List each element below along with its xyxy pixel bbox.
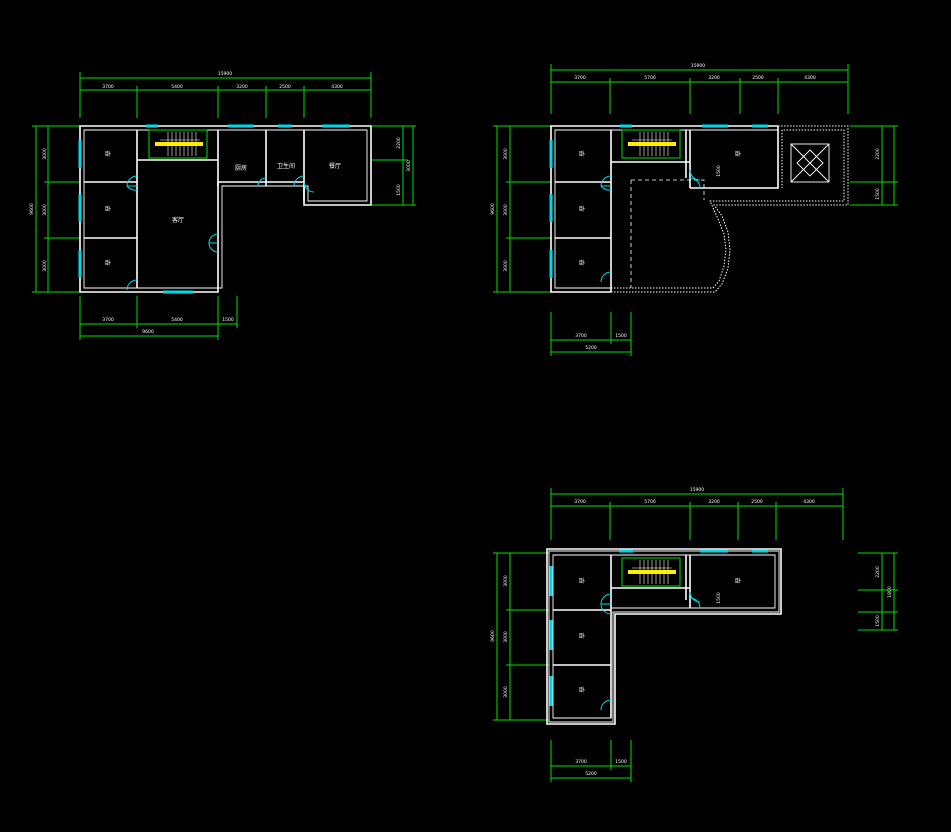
plan1-room-labels: 卧 卧 卧 客厅 厨房 卫生间 餐厅 (105, 150, 341, 267)
plan1-dim-top-4: 2500 (279, 84, 291, 90)
plan3-dim-top-total: 15900 (690, 487, 704, 493)
plan3-dim-top-3: 3200 (708, 499, 720, 505)
plan2-dim-left-total: 9600 (490, 203, 496, 215)
plan3-dim-top-1: 3700 (574, 499, 586, 505)
plan2-bottom-dimensions: 3700 1500 5200 (550, 312, 632, 356)
plan3-windows (549, 549, 768, 706)
plan3-small-dim: 1500 (716, 592, 722, 604)
plan2-walls (550, 125, 779, 293)
plan1-dim-right-3: 1500 (396, 184, 402, 196)
plan2-dim-top-5: 4300 (804, 75, 816, 81)
plan1-room-dining: 餐厅 (329, 162, 341, 170)
plan3-dim-right-2: 1800 (887, 586, 893, 598)
plan3-stairs (621, 557, 681, 587)
plan1-dim-right-1: 2200 (396, 137, 402, 149)
plan2-left-dimensions: 9600 3000 3000 3000 (490, 125, 551, 293)
plan1-dim-left-1: 3000 (42, 148, 48, 160)
plan1-dim-top-2: 5400 (171, 84, 183, 90)
plan1-room-kitchen: 厨房 (235, 164, 247, 172)
plan3-dim-right-3: 1500 (875, 615, 881, 627)
plan1-dim-top-3: 3200 (236, 84, 248, 90)
plan2-room-bedroom-4: 卧 (735, 150, 741, 158)
plan2-right-dimensions: 2200 1500 (850, 125, 898, 206)
plan2-dim-left-2: 3000 (503, 204, 509, 216)
plan3-dim-bottom-2: 1500 (615, 759, 627, 765)
plan1-dim-top-1: 3700 (102, 84, 114, 90)
plan3-dim-right-1: 2200 (875, 566, 881, 578)
plan3-bottom-dimensions: 3700 1500 5200 (550, 740, 632, 782)
plan3-dim-left-1: 3000 (503, 575, 509, 587)
plan3-top-dimensions: 15900 3700 5700 3200 2500 4300 (550, 487, 844, 540)
plan2-dim-top-4: 2500 (752, 75, 764, 81)
plan2-dim-right-1: 2200 (875, 148, 881, 160)
plan1-dim-left-total: 9600 (29, 203, 35, 215)
plan3-room-bedroom-3: 卧 (579, 686, 585, 694)
plan2-dim-left-3: 3000 (503, 260, 509, 272)
plan2-dim-bottom-total: 5200 (585, 345, 597, 351)
plan1-dim-top-5: 4300 (331, 84, 343, 90)
plan2-room-bedroom-1: 卧 (579, 150, 585, 158)
plan2-dim-bottom-1: 3700 (575, 333, 587, 339)
plan1-doors (126, 175, 315, 291)
plan3-dim-bottom-total: 5200 (585, 771, 597, 777)
plan2-dim-top-1: 3700 (574, 75, 586, 81)
plan3-walls (546, 548, 782, 725)
plan3-right-dimensions: 2200 1800 1500 (858, 552, 898, 631)
plan2-stairs (621, 129, 681, 159)
plan2-dim-right-2: 1500 (875, 188, 881, 200)
plan3-dim-left-3: 3000 (503, 686, 509, 698)
plan2-top-dimensions: 15900 3700 5700 3200 2500 4300 (550, 63, 849, 114)
plan2-dim-left-1: 3000 (503, 148, 509, 160)
plan3-doors (600, 591, 701, 711)
plan1-dim-bottom-total: 9600 (142, 329, 154, 335)
plan1-dim-left-2: 3000 (42, 204, 48, 216)
plan3-dim-top-4: 2500 (751, 499, 763, 505)
plan1-dim-bottom-3: 1500 (222, 317, 234, 323)
plan1-dim-right-2: 3000 (406, 160, 412, 172)
plan3-room-bedroom-1: 卧 (579, 577, 585, 585)
plan1-dim-left-3: 3000 (42, 260, 48, 272)
plan1-room-bedroom-3: 卧 (105, 259, 111, 267)
plan1-room-bathroom: 卫生间 (277, 162, 295, 170)
plan2-windows (549, 124, 768, 278)
plan1-windows (78, 124, 350, 294)
plan1-room-bedroom-1: 卧 (105, 150, 111, 158)
plan3-dim-top-2: 5700 (644, 499, 656, 505)
plan3-dim-left-2: 3000 (503, 631, 509, 643)
plan2-small-dim: 1500 (716, 165, 722, 177)
plan1-right-dimensions: 2200 3000 1500 (372, 125, 416, 206)
plan2-room-labels: 卧 卧 卧 卧 (579, 150, 741, 267)
plan3-dim-left-total: 9600 (490, 630, 496, 642)
plan2-terrace (611, 125, 849, 293)
floor-plan-1: 15900 3700 5400 3200 2500 4300 9600 3000… (29, 71, 416, 340)
plan1-room-living: 客厅 (172, 216, 184, 224)
plan1-left-dimensions: 9600 3000 3000 3000 (29, 125, 80, 293)
plan3-room-bedroom-2: 卧 (579, 632, 585, 640)
plan1-walls (79, 125, 372, 293)
plan1-top-dimensions: 15900 3700 5400 3200 2500 4300 (79, 71, 372, 118)
floor-plan-3: 15900 3700 5700 3200 2500 4300 9600 3000… (490, 487, 898, 782)
plan2-doors (600, 169, 701, 283)
plan2-room-bedroom-2: 卧 (579, 205, 585, 213)
plan3-room-bedroom-4: 卧 (735, 577, 741, 585)
plan1-dim-bottom-1: 3700 (102, 317, 114, 323)
plan2-dim-top-total: 15900 (691, 63, 705, 69)
plan2-dim-top-2: 5700 (644, 75, 656, 81)
plan2-dim-bottom-2: 1500 (615, 333, 627, 339)
plan3-left-dimensions: 9600 3000 3000 3000 (490, 552, 549, 721)
plan3-dim-bottom-1: 3700 (575, 759, 587, 765)
floor-plan-2: 15900 3700 5700 3200 2500 4300 9600 3000… (490, 63, 898, 356)
plan3-dim-top-5: 4300 (803, 499, 815, 505)
plan1-room-bedroom-2: 卧 (105, 205, 111, 213)
plan2-dim-top-3: 3200 (708, 75, 720, 81)
plan1-stairs (148, 129, 208, 159)
plan1-bottom-dimensions: 3700 5400 1500 9600 (79, 296, 238, 340)
plan2-room-bedroom-3: 卧 (579, 259, 585, 267)
plan1-dim-top-total: 15900 (218, 71, 232, 77)
plan1-dim-bottom-2: 5400 (171, 317, 183, 323)
plan3-room-labels: 卧 卧 卧 卧 (579, 577, 741, 694)
